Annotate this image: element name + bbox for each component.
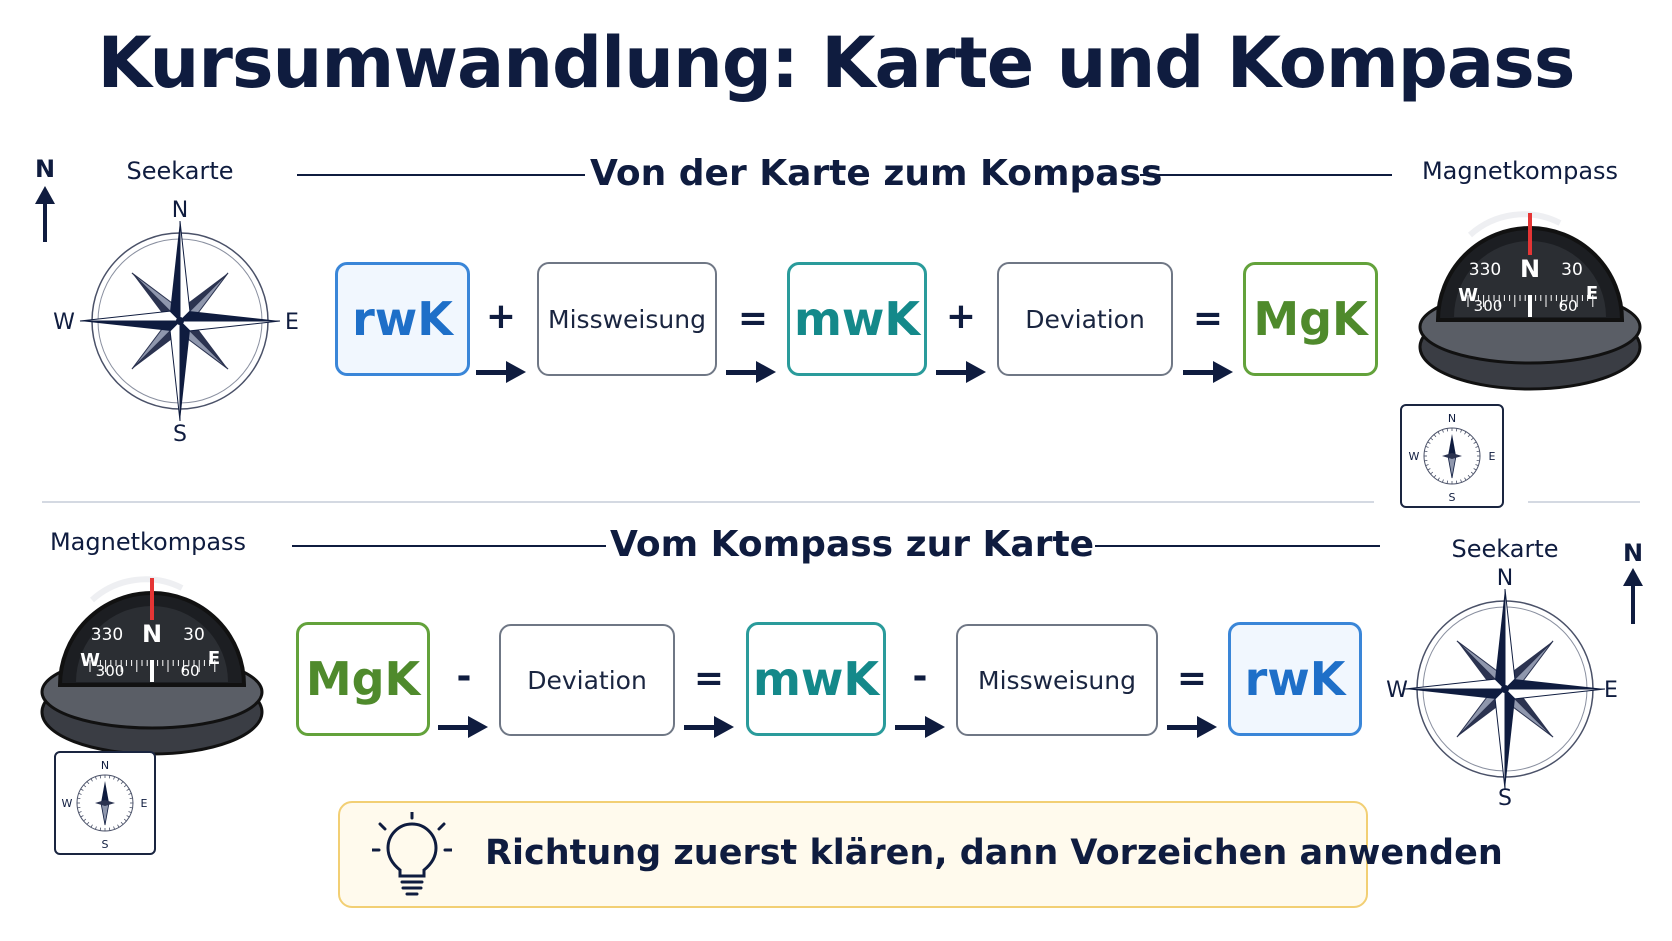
north-label: N [1623,539,1644,567]
svg-text:N: N [1448,412,1456,425]
svg-text:N: N [1520,255,1540,283]
page-title: Kursumwandlung: Karte und Kompass [97,22,1576,104]
op-plus: + [485,296,517,337]
svg-text:S: S [1449,491,1456,504]
chart-label-top: Seekarte [126,157,234,185]
op-minus: - [456,656,472,697]
svg-text:W: W [1458,285,1478,306]
op-equals: = [693,658,725,699]
box-mwk: mwK [787,262,927,376]
arrow-right-icon [476,361,526,383]
svg-text:W: W [1409,450,1420,463]
step-box-deviation-bottom: Deviation [499,624,675,736]
svg-text:300: 300 [1474,297,1503,315]
mini-compass-card: N S W E [1400,404,1504,508]
lightbulb-icon [372,812,452,896]
op-equals: = [1176,658,1208,699]
heading-rule-right [1140,174,1392,176]
svg-text:330: 330 [1469,260,1501,280]
step-box-mwk-top: mwK [787,262,927,376]
heading-rule-right [1095,545,1380,547]
step-box-mwk-bottom: mwK [746,622,886,736]
heading-rule-left [297,174,585,176]
box-mgk: MgK [1243,262,1378,376]
mini-rose-icon: N S W E [1409,412,1496,504]
svg-text:E: E [1586,283,1598,304]
svg-text:30: 30 [1561,260,1583,280]
compass-rose-icon: N S W E [1386,566,1618,811]
svg-text:60: 60 [180,662,199,680]
box-deviation: Deviation [997,262,1173,376]
arrow-right-icon [895,716,945,738]
op-plus: + [945,296,977,337]
arrow-right-icon [438,716,488,738]
svg-text:E: E [1604,678,1618,703]
chart-label-bottom: Seekarte [1451,535,1559,563]
compass-label-bottom: Magnetkompass [49,528,247,556]
tip-text: Richtung zuerst klären, dann Vorzeichen … [485,833,1503,873]
section-separator [42,501,1374,503]
step-box-missweisung-bottom: Missweisung [956,624,1158,736]
rose-e: E [285,310,299,335]
svg-text:W: W [1386,678,1408,703]
north-arrow-icon [35,186,55,242]
section-separator-right [1528,501,1640,503]
svg-text:E: E [141,797,148,810]
north-label: N [35,155,56,183]
arrow-right-icon [684,716,734,738]
box-missweisung: Missweisung [537,262,717,376]
op-equals: = [737,298,769,339]
section-heading-top: Von der Karte zum Kompass [590,153,1163,194]
svg-text:W: W [62,797,73,810]
step-box-mgk-top: MgK [1243,262,1378,376]
rose-n: N [172,198,188,223]
svg-text:S: S [1498,786,1512,811]
svg-text:330: 330 [91,625,123,645]
compass-label-top: Magnetkompass [1421,157,1619,185]
mini-compass-card: N S W E [54,751,156,855]
box-mgk: MgK [296,622,430,736]
magnet-compass-icon: 330 N 30W E 300 60 [1418,211,1642,391]
svg-text:N: N [142,620,162,648]
box-rwk: rwK [1228,622,1362,736]
box-rwk: rwK [335,262,470,376]
compass-rose-icon: N S W E [53,198,299,447]
svg-text:E: E [1489,450,1496,463]
rose-w: W [53,310,75,335]
mini-rose-icon: N S W E [62,759,148,851]
step-box-deviation-top: Deviation [997,262,1173,376]
arrow-right-icon [1167,716,1217,738]
arrow-right-icon [936,361,986,383]
arrow-right-icon [726,361,776,383]
step-box-rwk-bottom: rwK [1228,622,1362,736]
rose-s: S [173,422,187,447]
svg-text:N: N [1497,566,1513,591]
op-equals: = [1192,298,1224,339]
box-mwk: mwK [746,622,886,736]
north-arrow-icon [1623,568,1643,624]
svg-text:300: 300 [96,662,125,680]
step-box-rwk-top: rwK [335,262,470,376]
box-missweisung: Missweisung [956,624,1158,736]
op-minus: - [912,656,928,697]
step-box-mgk-bottom: MgK [296,622,430,736]
heading-rule-left [292,545,606,547]
step-box-missweisung-top: Missweisung [537,262,717,376]
svg-text:W: W [80,650,100,671]
svg-text:S: S [102,838,109,851]
svg-text:30: 30 [183,625,205,645]
arrow-right-icon [1183,361,1233,383]
box-deviation: Deviation [499,624,675,736]
svg-text:E: E [208,648,220,669]
svg-text:60: 60 [1558,297,1577,315]
svg-text:N: N [101,759,109,772]
tip-banner [338,801,1368,908]
magnet-compass-icon: 330 N 30W E 300 60 [40,576,264,756]
section-heading-bottom: Vom Kompass zur Karte [610,524,1095,565]
